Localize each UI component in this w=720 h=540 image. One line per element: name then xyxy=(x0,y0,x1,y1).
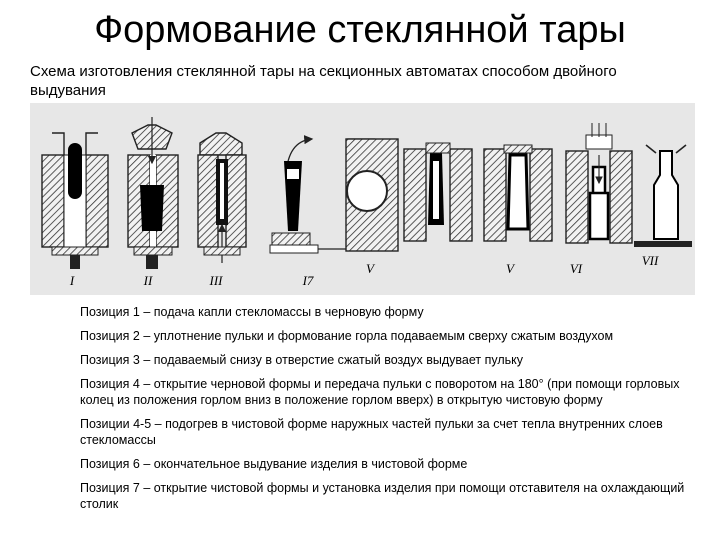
glass-forming-diagram: I II III I7 V V VI VII xyxy=(30,103,695,295)
stage-label-4: I7 xyxy=(302,273,314,288)
stage-5-finish-mold xyxy=(345,138,473,252)
position-item: Позиция 4 – открытие черновой формы и пе… xyxy=(80,377,680,407)
position-item: Позиция 6 – окончательное выдувание изде… xyxy=(80,457,468,471)
page-title: Формование стеклянной тары xyxy=(94,9,626,51)
stage-label-5: V xyxy=(366,261,376,276)
stage-label-1: I xyxy=(69,273,75,288)
position-item: Позиции 4-5 – подогрев в чистовой форме … xyxy=(80,417,663,447)
stage-7-blow-head xyxy=(565,123,633,244)
stage-6-final-blow xyxy=(483,144,553,242)
stage-8-cooling-table xyxy=(634,144,692,247)
position-item: Позиция 2 – уплотнение пульки и формован… xyxy=(80,329,614,343)
stage-label-6: V xyxy=(506,261,516,276)
position-item: Позиция 1 – подача капли стекломассы в ч… xyxy=(80,305,424,319)
stage-label-8: VII xyxy=(642,253,659,268)
subtitle: Схема изготовления стеклянной тары на се… xyxy=(30,63,617,99)
stage-3-blank-mold xyxy=(197,132,247,263)
stage-1-blank-mold xyxy=(41,132,109,269)
stage-label-7: VI xyxy=(570,261,583,276)
stage-2-blank-mold xyxy=(127,117,179,269)
stage-label-3: III xyxy=(209,273,224,288)
position-item: Позиция 3 – подаваемый снизу в отверстие… xyxy=(80,353,524,367)
stage-label-2: II xyxy=(143,273,153,288)
positions-list: Позиция 1 – подача капли стекломассы в ч… xyxy=(80,304,700,520)
position-item: Позиция 7 – открытие чистовой формы и ус… xyxy=(80,481,685,511)
